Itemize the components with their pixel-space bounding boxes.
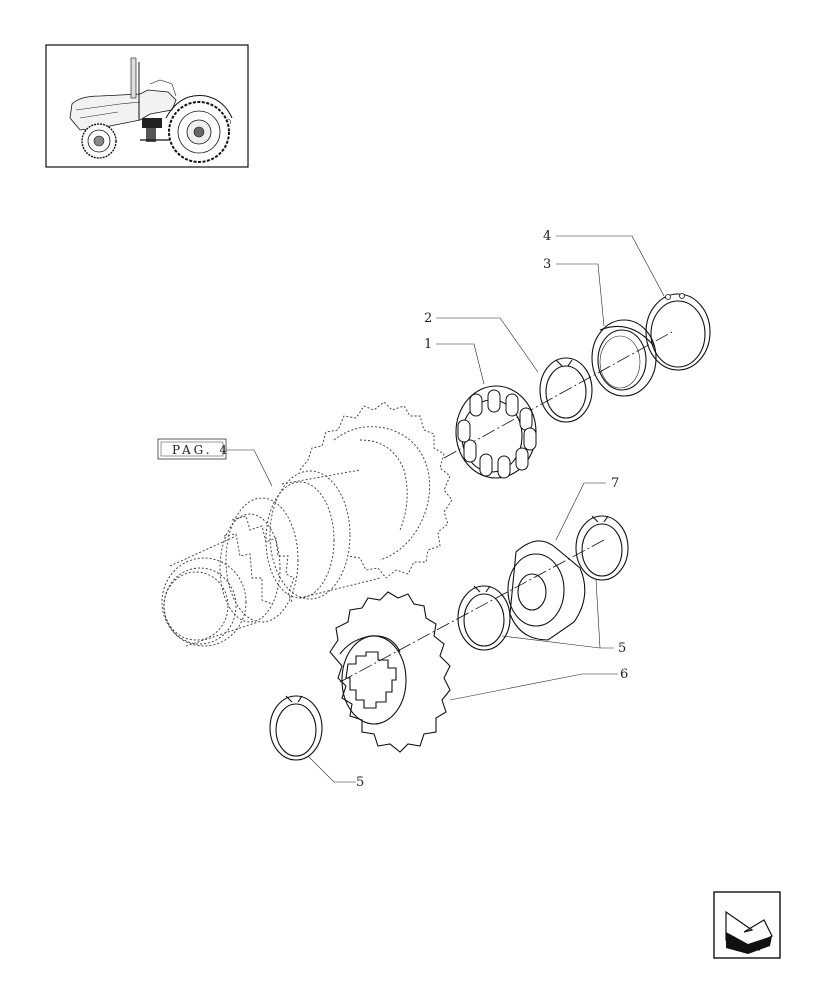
snap-ring-4 bbox=[645, 293, 711, 371]
callout-4: 4 bbox=[543, 229, 551, 244]
lower-axis-line bbox=[339, 539, 605, 683]
page-reference-label: PAG. 4 bbox=[172, 443, 230, 457]
callout-labels: 1 2 3 4 5 5 6 7 bbox=[356, 229, 628, 790]
callout-5-right: 5 bbox=[618, 641, 626, 656]
bearing-ring bbox=[591, 319, 657, 397]
page-reference[interactable]: PAG. 4 bbox=[157, 438, 273, 487]
callout-1: 1 bbox=[424, 337, 432, 352]
callout-5-bottom: 5 bbox=[356, 775, 364, 790]
split-ring-5-left bbox=[269, 695, 323, 761]
split-ring-2 bbox=[539, 357, 593, 423]
bushing-7 bbox=[507, 540, 586, 641]
split-ring-5-right bbox=[575, 515, 629, 581]
callout-2: 2 bbox=[424, 311, 432, 326]
callout-6: 6 bbox=[620, 667, 628, 682]
back-arrow-icon[interactable] bbox=[713, 891, 781, 959]
tractor-thumbnail[interactable] bbox=[45, 44, 249, 168]
leader-lines bbox=[307, 235, 665, 783]
gear-6 bbox=[329, 591, 451, 753]
split-ring-5-middle bbox=[457, 585, 511, 651]
callout-7: 7 bbox=[611, 476, 619, 491]
gear-shaft-assembly bbox=[161, 401, 453, 647]
roller-cage bbox=[455, 385, 537, 479]
callout-3: 3 bbox=[543, 257, 551, 272]
